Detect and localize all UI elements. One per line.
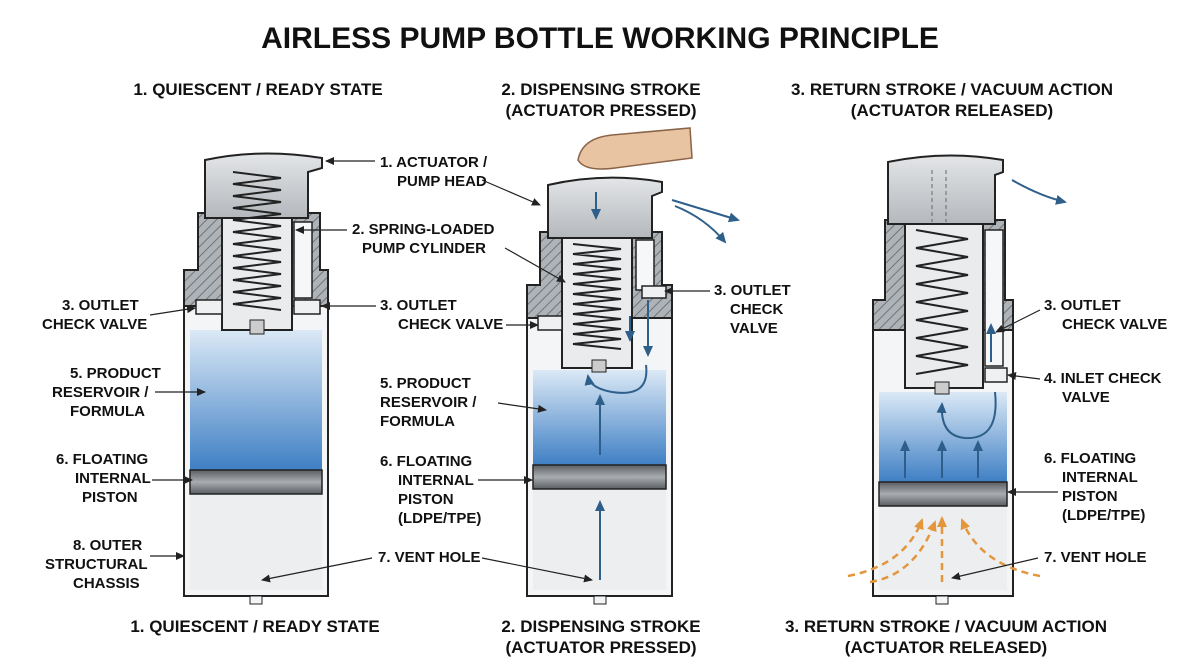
label-reservoir-left: 5. PRODUCT RESERVOIR / FORMULA: [52, 365, 206, 420]
svg-text:7. VENT HOLE: 7. VENT HOLE: [378, 549, 481, 566]
label-reservoir-mid: 5. PRODUCT RESERVOIR / FORMULA: [380, 375, 547, 430]
label-actuator: 1. ACTUATOR / PUMP HEAD: [325, 154, 541, 206]
svg-text:3. OUTLET: 3. OUTLET: [380, 297, 457, 314]
label-vent-right: 7. VENT HOLE: [951, 549, 1147, 581]
finger-icon: [577, 127, 693, 170]
stage-1-title: 1. QUIESCENT / READY STATE: [133, 80, 382, 99]
svg-text:CHECK VALVE: CHECK VALVE: [42, 316, 147, 333]
svg-text:PISTON: PISTON: [82, 489, 138, 506]
stage-2-caption: 2. DISPENSING STROKE: [501, 617, 700, 636]
svg-text:3. OUTLET: 3. OUTLET: [62, 297, 139, 314]
svg-text:5. PRODUCT: 5. PRODUCT: [70, 365, 161, 382]
svg-text:6. FLOATING: 6. FLOATING: [1044, 450, 1136, 467]
svg-text:7. VENT HOLE: 7. VENT HOLE: [1044, 549, 1147, 566]
label-outlet-valve-left: 3. OUTLET CHECK VALVE: [42, 297, 196, 333]
svg-text:6. FLOATING: 6. FLOATING: [380, 453, 472, 470]
svg-text:2. SPRING-LOADED: 2. SPRING-LOADED: [352, 221, 495, 238]
svg-text:STRUCTURAL: STRUCTURAL: [45, 556, 148, 573]
svg-text:5. PRODUCT: 5. PRODUCT: [380, 375, 471, 392]
label-outlet-valve-stage2: 3. OUTLET CHECK VALVE: [664, 282, 791, 337]
label-outlet-valve-mid: 3. OUTLET CHECK VALVE: [321, 297, 539, 333]
bottle-3: [847, 154, 1067, 605]
svg-text:6. FLOATING: 6. FLOATING: [56, 451, 148, 468]
stage-3-subtitle: (ACTUATOR RELEASED): [851, 101, 1053, 120]
svg-text:CHASSIS: CHASSIS: [73, 575, 140, 592]
svg-text:PUMP HEAD: PUMP HEAD: [397, 173, 487, 190]
svg-text:FORMULA: FORMULA: [380, 413, 455, 430]
piston-1: [189, 469, 323, 495]
actuator-3: [887, 154, 1004, 225]
page-title: AIRLESS PUMP BOTTLE WORKING PRINCIPLE: [261, 22, 939, 55]
svg-text:(LDPE/TPE): (LDPE/TPE): [1062, 507, 1145, 524]
svg-text:3. OUTLET: 3. OUTLET: [714, 282, 791, 299]
svg-text:8. OUTER: 8. OUTER: [73, 537, 142, 554]
actuator-2: [547, 176, 663, 239]
svg-text:VALVE: VALVE: [730, 320, 778, 337]
svg-text:1. ACTUATOR /: 1. ACTUATOR /: [380, 154, 488, 171]
svg-text:FORMULA: FORMULA: [70, 403, 145, 420]
svg-text:4. INLET CHECK: 4. INLET CHECK: [1044, 370, 1162, 387]
actuator-1: [204, 152, 323, 219]
svg-text:RESERVOIR /: RESERVOIR /: [380, 394, 477, 411]
svg-text:INTERNAL: INTERNAL: [75, 470, 151, 487]
label-inlet-valve-right: 4. INLET CHECK VALVE: [1007, 370, 1162, 406]
stage-3-title: 3. RETURN STROKE / VACUUM ACTION: [791, 80, 1113, 99]
bottle-2: [526, 127, 740, 605]
svg-text:PISTON: PISTON: [1062, 488, 1118, 505]
piston-3: [878, 481, 1008, 507]
stage-2-title: 2. DISPENSING STROKE: [501, 80, 700, 99]
label-pump-cylinder: 2. SPRING-LOADED PUMP CYLINDER: [295, 221, 566, 283]
svg-text:(LDPE/TPE): (LDPE/TPE): [398, 510, 481, 527]
svg-text:INTERNAL: INTERNAL: [398, 472, 474, 489]
label-chassis: 8. OUTER STRUCTURAL CHASSIS: [45, 537, 185, 592]
label-vent-mid: 7. VENT HOLE: [261, 549, 593, 583]
svg-text:PUMP CYLINDER: PUMP CYLINDER: [362, 240, 486, 257]
stage-2-caption-sub: (ACTUATOR PRESSED): [505, 638, 696, 657]
stage-3-caption-sub: (ACTUATOR RELEASED): [845, 638, 1047, 657]
svg-text:PISTON: PISTON: [398, 491, 454, 508]
spring-icon: [232, 171, 282, 311]
piston-2: [532, 464, 667, 490]
label-piston-left: 6. FLOATING INTERNAL PISTON: [56, 451, 193, 506]
svg-text:VALVE: VALVE: [1062, 389, 1110, 406]
label-outlet-valve-right: 3. OUTLET CHECK VALVE: [995, 297, 1167, 333]
svg-text:CHECK: CHECK: [730, 301, 784, 318]
svg-text:CHECK VALVE: CHECK VALVE: [1062, 316, 1167, 333]
label-piston-right: 6. FLOATING INTERNAL PISTON (LDPE/TPE): [1007, 450, 1145, 524]
svg-text:3. OUTLET: 3. OUTLET: [1044, 297, 1121, 314]
bottle-1: [183, 152, 329, 605]
stage-3-caption: 3. RETURN STROKE / VACUUM ACTION: [785, 617, 1107, 636]
svg-text:RESERVOIR /: RESERVOIR /: [52, 384, 149, 401]
svg-text:INTERNAL: INTERNAL: [1062, 469, 1138, 486]
svg-text:CHECK VALVE: CHECK VALVE: [398, 316, 503, 333]
label-piston-mid: 6. FLOATING INTERNAL PISTON (LDPE/TPE): [380, 453, 533, 527]
stage-2-subtitle: (ACTUATOR PRESSED): [505, 101, 696, 120]
stage-1-caption: 1. QUIESCENT / READY STATE: [130, 617, 379, 636]
vacuum-air-arrow-icon: [847, 516, 1041, 584]
